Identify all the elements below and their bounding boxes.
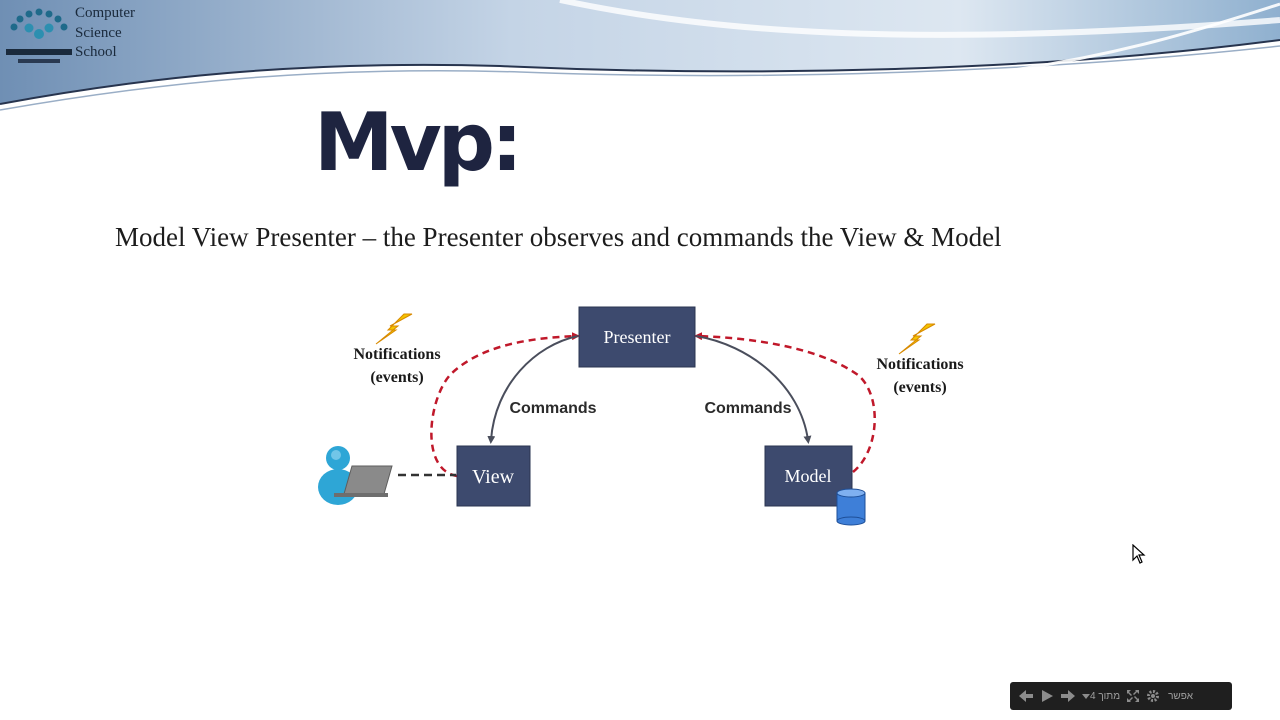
presenter-box: Presenter (578, 306, 696, 368)
player-menu-label[interactable]: אפשר (1168, 690, 1194, 702)
mouse-cursor-icon (1132, 544, 1146, 564)
user-laptop-icon (318, 446, 393, 505)
lightning-icon (375, 313, 413, 345)
notifications-label-right: Notifications (876, 356, 963, 373)
logo-line: Computer (75, 5, 135, 21)
chevron-down-icon (1082, 694, 1090, 699)
play-button[interactable] (1040, 686, 1054, 706)
header-banner (0, 0, 1280, 111)
model-label: Model (785, 466, 832, 486)
commands-label-right: Commands (704, 400, 791, 417)
slide-counter-dropdown[interactable]: 4 מתוך (1082, 686, 1120, 706)
notifications-label-left: Notifications (353, 346, 440, 363)
events-label-right: (events) (893, 379, 946, 396)
settings-button[interactable] (1146, 686, 1160, 706)
notification-arrow-view-to-presenter (430, 332, 580, 478)
slide-counter: 4 מתוך (1090, 690, 1121, 702)
logo-line: School (75, 44, 117, 60)
lightning-icon (898, 323, 936, 355)
presenter-label: Presenter (604, 327, 671, 347)
command-arrow-presenter-to-model (695, 335, 812, 444)
fullscreen-button[interactable] (1126, 686, 1140, 706)
fullscreen-icon (1127, 690, 1140, 702)
events-label-left: (events) (370, 369, 423, 386)
arrow-right-icon (1061, 690, 1075, 702)
database-icon (836, 488, 866, 526)
previous-slide-button[interactable] (1018, 686, 1034, 706)
commands-label-left: Commands (509, 400, 596, 417)
view-box: View (456, 445, 531, 507)
play-icon (1042, 690, 1053, 702)
gear-icon (1147, 690, 1160, 702)
slide-subtitle: Model View Presenter – the Presenter obs… (115, 222, 1002, 252)
next-slide-button[interactable] (1060, 686, 1076, 706)
logo-line: Science (75, 24, 122, 41)
school-logo (6, 8, 72, 63)
notification-arrow-model-to-presenter (694, 332, 876, 473)
slide-title: Mvp: (314, 96, 523, 189)
player-controls: 4 מתוך אפשר (1010, 682, 1232, 710)
arrow-left-icon (1019, 690, 1033, 702)
command-arrow-presenter-to-view (487, 335, 579, 444)
logo-text: Computer Science School (75, 4, 135, 63)
view-label: View (472, 466, 515, 488)
